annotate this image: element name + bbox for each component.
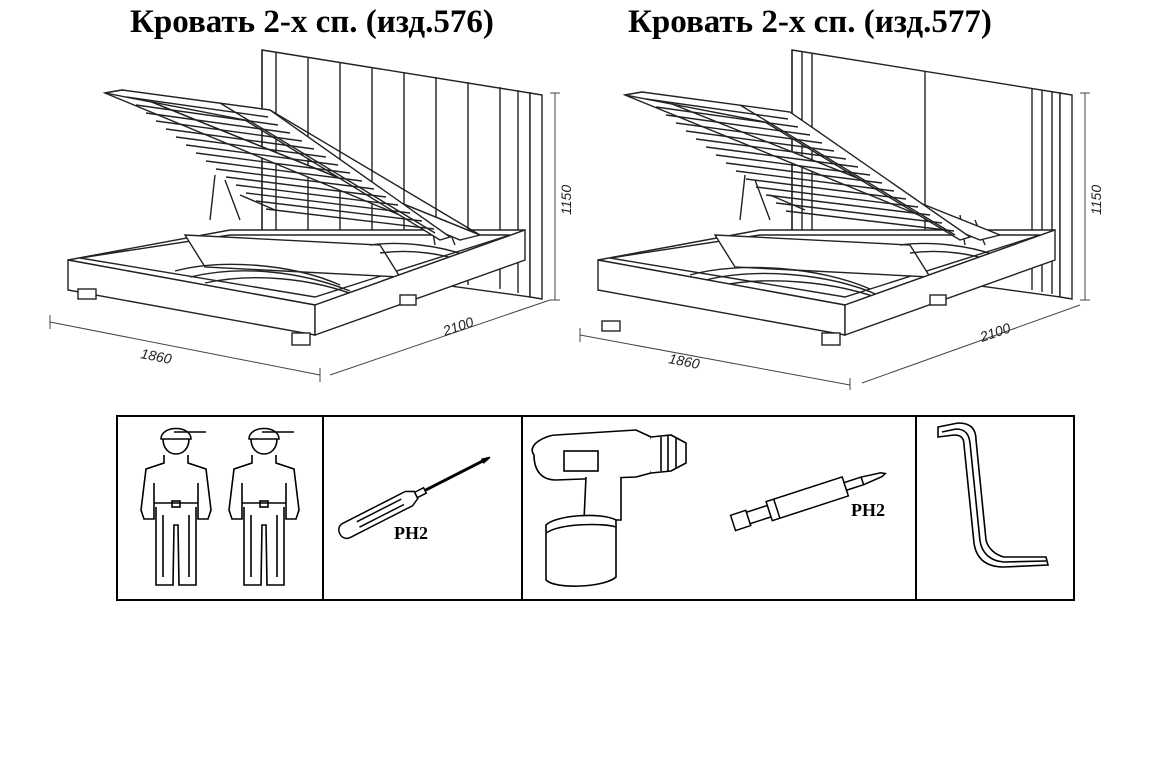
worker-right-icon [228,427,300,586]
bed-577-width-label: 1860 [667,350,701,372]
bed-576-drawing: 1860 2100 1150 [49,49,574,382]
bed-577-length-label: 2100 [977,319,1013,345]
bed-576-dimension-lines [49,92,560,382]
bed-577-title: Кровать 2-х сп. (изд.577) [628,4,992,40]
screwdriver-label: PH2 [394,523,428,543]
drill-bit-label: PH2 [851,500,885,520]
bed-577-drawing: 1860 2100 1150 [579,49,1104,390]
bed-576-height-label: 1150 [558,185,574,215]
bed-576-width-label: 1860 [139,345,173,367]
bed-576-title: Кровать 2-х сп. (изд.576) [130,4,494,40]
bed-577-height-label: 1150 [1088,185,1104,215]
bed-576-outline [67,49,543,346]
bed-577-dimension-lines [579,92,1090,390]
bed-576-length-label: 2100 [440,313,476,339]
two-workers-icon [140,427,300,586]
cordless-drill-icon [531,429,687,587]
screwdriver-icon [338,456,491,540]
bed-577-outline [597,49,1073,346]
drill-bit-icon [729,472,887,532]
worker-left-icon [140,427,212,586]
tools-table: PH2 PH2 [116,415,1075,601]
hex-key-icon [937,422,1050,568]
